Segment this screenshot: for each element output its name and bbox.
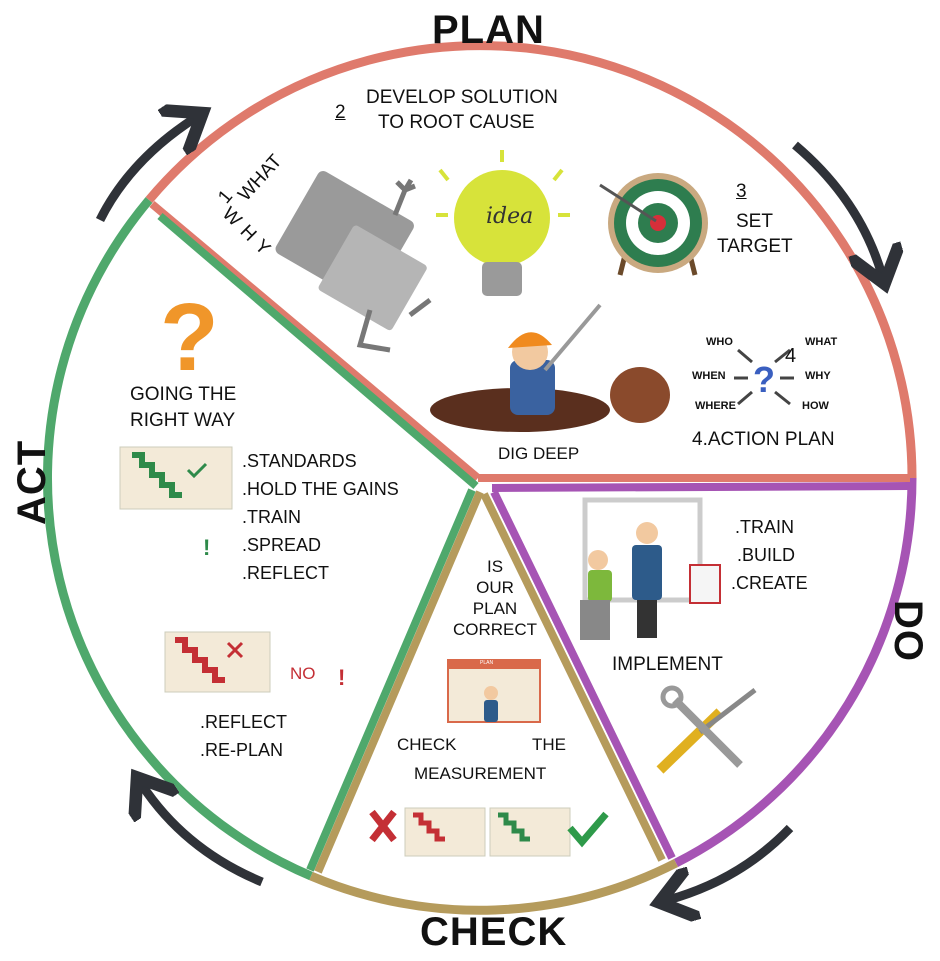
check-right-divider xyxy=(480,492,666,862)
question-when: WHEN xyxy=(692,370,726,382)
check-question-line: CORRECT xyxy=(452,620,538,639)
question-who: WHO xyxy=(706,336,733,348)
plan-act-divider xyxy=(149,200,481,482)
going-line2: RIGHT WAY xyxy=(130,410,236,431)
digging-worker-illustration xyxy=(430,303,670,432)
do-title: DO xyxy=(886,600,930,662)
act-check-divider xyxy=(306,488,476,872)
step3-line1: SET xyxy=(736,211,773,232)
action-plan-arrows xyxy=(734,348,794,406)
the-word: THE xyxy=(532,735,566,754)
lightbulb-icon xyxy=(436,150,570,296)
chart-up-icon xyxy=(119,446,233,510)
question-why: WHY xyxy=(805,370,831,382)
no-label: NO xyxy=(290,664,316,683)
cycle-arrow-bottom-left xyxy=(142,785,264,887)
check-title: CHECK xyxy=(420,910,568,954)
target-icon xyxy=(599,173,708,276)
act-yes-item: .HOLD THE GAINS xyxy=(242,479,399,499)
step2-line2: TO ROOT CAUSE xyxy=(378,112,535,133)
check-question: IS OUR PLAN CORRECT xyxy=(440,556,550,640)
act-arc xyxy=(43,197,313,881)
check-arc xyxy=(309,858,679,915)
act-no-items: .REFLECT .RE-PLAN xyxy=(200,708,287,764)
implement-label: IMPLEMENT xyxy=(612,654,723,675)
red-exclamation-icon: ! xyxy=(338,665,345,690)
question-how: HOW xyxy=(802,400,829,412)
tools-icon xyxy=(656,685,757,774)
calendar-label: PLAN xyxy=(480,660,494,666)
act-yes-item: .TRAIN xyxy=(242,507,302,527)
step4-number: 4 xyxy=(785,345,797,367)
act-yes-items: .STANDARDS .HOLD THE GAINS .TRAIN .SPREA… xyxy=(242,447,399,587)
green-check-icon xyxy=(567,811,609,848)
question-what: WHAT xyxy=(805,336,838,348)
cycle-arrow-bottom-right xyxy=(668,824,794,900)
orange-question-mark-icon: ? xyxy=(160,284,219,391)
red-x-icon xyxy=(369,809,397,843)
do-arc xyxy=(673,477,917,868)
act-divider xyxy=(157,212,479,490)
green-exclamation-icon: ! xyxy=(203,535,210,560)
step3-line2: TARGET xyxy=(717,236,793,257)
check-word: CHECK xyxy=(397,735,457,754)
dig-deep-label: DIG DEEP xyxy=(498,444,580,463)
do-item: .TRAIN xyxy=(735,517,795,537)
act-no-item: .REFLECT xyxy=(200,712,288,732)
measurement-label: MEASUREMENT xyxy=(414,764,547,783)
step3-number: 3 xyxy=(736,181,747,202)
question-mark-icon: ? xyxy=(753,359,775,400)
idea-lettering: idea xyxy=(486,204,534,229)
act-title: ACT xyxy=(10,439,54,525)
action-plan-label: 4.ACTION PLAN xyxy=(692,429,835,450)
do-divider xyxy=(491,482,909,492)
plan-arc xyxy=(145,41,917,479)
do-item: .CREATE xyxy=(731,573,808,593)
training-illustration xyxy=(580,497,721,640)
chart-up-small-icon xyxy=(489,807,571,857)
plan-title: PLAN xyxy=(432,8,545,52)
question-where: WHERE xyxy=(695,400,736,412)
going-line1: GOING THE xyxy=(130,384,237,405)
act-yes-item: .STANDARDS xyxy=(242,451,357,471)
cycle-arrow-top-left xyxy=(95,118,195,223)
check-question-line: IS xyxy=(486,557,504,576)
act-yes-item: .REFLECT xyxy=(242,563,330,583)
step2-number: 2 xyxy=(335,102,346,123)
do-item: .BUILD xyxy=(737,545,796,565)
check-question-line: PLAN xyxy=(472,599,518,618)
do-items: .TRAIN .BUILD .CREATE xyxy=(731,513,808,597)
cycle-arrow-top-right xyxy=(792,141,882,275)
robot-illustration xyxy=(275,170,432,353)
calendar-plan-illustration xyxy=(447,659,541,723)
chart-down-small-icon xyxy=(404,807,486,857)
act-yes-item: .SPREAD xyxy=(242,535,322,555)
check-left-divider xyxy=(314,490,484,874)
step2-line1: DEVELOP SOLUTION xyxy=(366,87,558,108)
check-question-line: OUR xyxy=(476,578,514,597)
act-no-item: .RE-PLAN xyxy=(200,740,284,760)
chart-down-icon xyxy=(164,631,271,693)
do-check-divider xyxy=(490,490,676,860)
